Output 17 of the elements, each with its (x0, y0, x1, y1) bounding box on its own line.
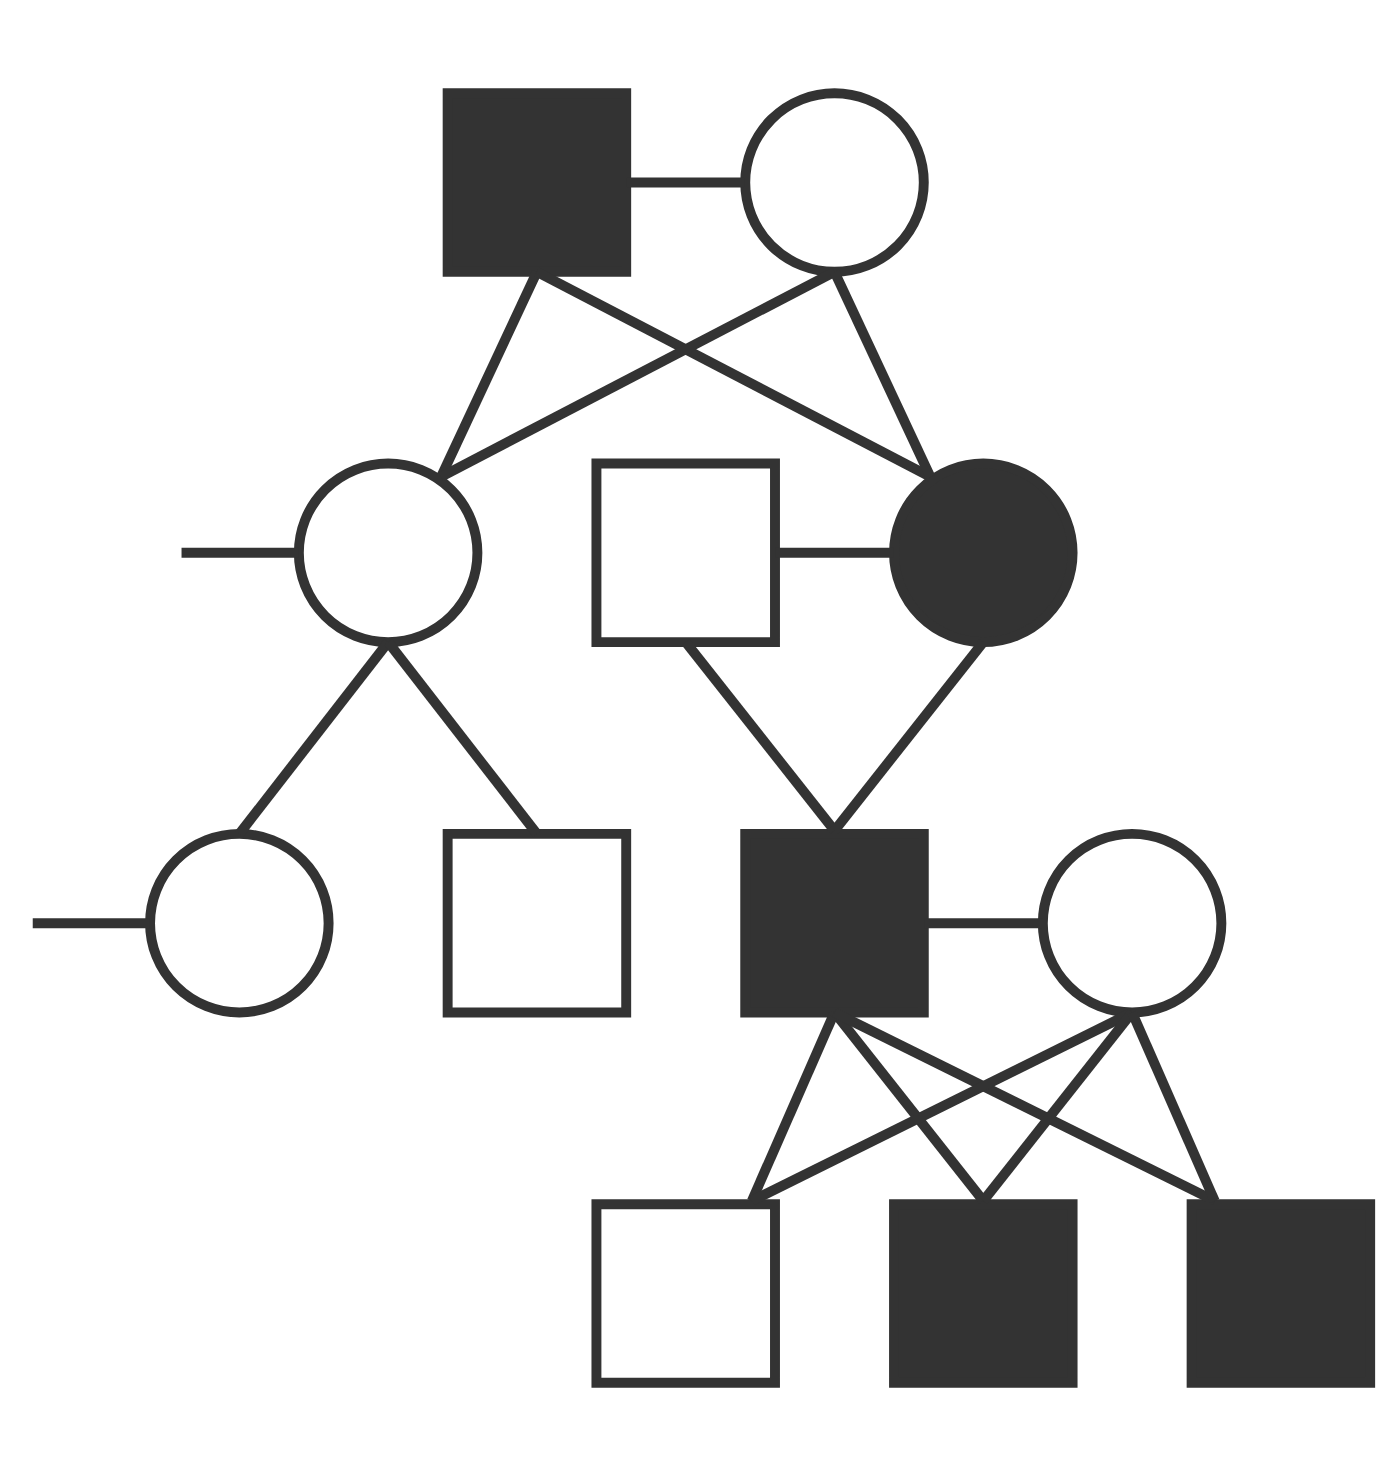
node-square (1186, 1199, 1376, 1388)
node-circle (889, 458, 1078, 648)
connector (924, 918, 1043, 929)
node-square (740, 828, 929, 1018)
node-circle (1037, 828, 1227, 1018)
node-square (442, 88, 632, 277)
connector (775, 547, 894, 558)
node-circle (293, 458, 483, 648)
node-circle (740, 88, 929, 277)
connector (626, 177, 745, 188)
node-circle (145, 828, 334, 1018)
node-square (889, 1199, 1078, 1388)
connector (181, 547, 299, 558)
node-square (591, 1199, 780, 1388)
node-square (591, 458, 780, 648)
connector (32, 918, 150, 929)
node-square (442, 828, 632, 1018)
